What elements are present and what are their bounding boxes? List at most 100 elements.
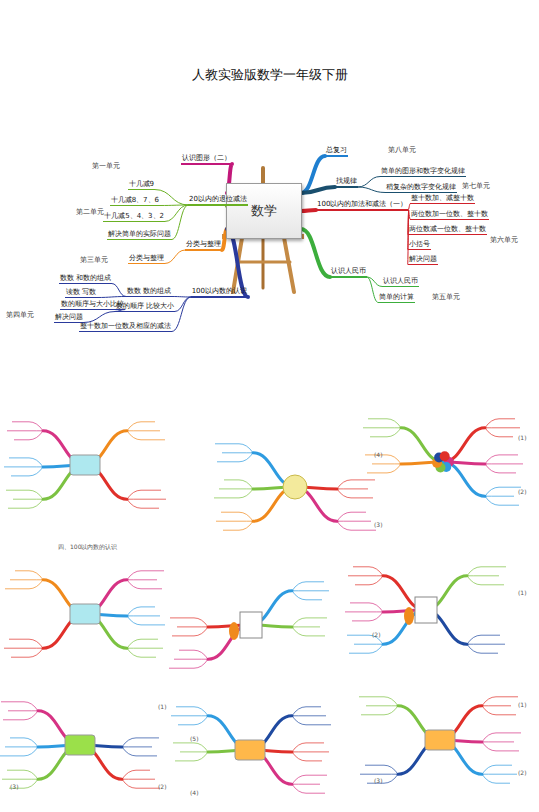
- node-text: 认识人民币: [383, 277, 418, 285]
- thumbnail-leaf: [292, 784, 320, 785]
- leaf-node: 两位数减一位数、整十数: [408, 225, 487, 235]
- thumbnail-leaf: [482, 705, 511, 706]
- node-text: 十几减5、4、3、2: [104, 212, 164, 220]
- label-text: (1): [158, 703, 167, 710]
- thumbnail-leaf: [482, 706, 516, 715]
- connector: [172, 296, 191, 298]
- callout-number: (2): [518, 487, 527, 496]
- thumbnail-leaf: [127, 499, 159, 508]
- thumbnail-leaf: [127, 648, 156, 657]
- thumbnail-leaf: [345, 611, 383, 612]
- thumbnail-leaf: [337, 489, 373, 498]
- thumbnail-leaf: [9, 639, 43, 648]
- thumbnail-leaf: [179, 650, 208, 659]
- connector-group: [155, 190, 188, 206]
- unit-label: 第八单元: [388, 146, 416, 155]
- thumbnail-leaf: [0, 747, 38, 756]
- leaf-node: 数的顺序与大小比较: [60, 300, 125, 310]
- connector: [358, 187, 385, 193]
- thumbnail-leaf: [169, 659, 208, 668]
- thumbnail-leaf: [9, 458, 43, 467]
- connector-group: [112, 284, 126, 297]
- leaf-node: 十几减5、4、3、2: [103, 212, 165, 222]
- connector-group: [97, 297, 126, 298]
- thumbnail-leaf: [127, 422, 155, 431]
- branch-node: 认识图形（二）: [181, 154, 232, 165]
- leaf-node: 小括号: [408, 240, 431, 250]
- node-text: 十几减8、7、6: [111, 196, 159, 204]
- callout-number: (2): [372, 630, 381, 639]
- thumbnail-leaf: [122, 770, 150, 779]
- thumbnail-leaf: [372, 463, 401, 464]
- title-text: 人教实验版数学一年级下册: [192, 67, 348, 82]
- thumbnail-leaf: [221, 512, 253, 521]
- thumbnail-leaf: [482, 774, 517, 775]
- connector-group: [301, 229, 330, 277]
- connector: [367, 277, 378, 303]
- unit-label: 第五单元: [432, 293, 460, 302]
- label-text: (2): [372, 631, 381, 638]
- connector-group: [358, 177, 380, 188]
- node-text: 数的顺序 比较大小: [116, 302, 174, 310]
- thumbnail-leaf: [122, 779, 155, 780]
- thumbnail-center: [425, 730, 455, 750]
- unit-label: 第二单元: [76, 208, 104, 217]
- node-text: 简单的计算: [379, 293, 414, 301]
- node-text: 找规律: [336, 177, 357, 185]
- node-text: 数数 和数的组成: [60, 274, 111, 282]
- thumbnail-leaf: [127, 616, 165, 625]
- thumbnail-leaf: [292, 784, 325, 793]
- label-text: 第五单元: [432, 293, 460, 301]
- thumbnail-leaf: [292, 582, 324, 591]
- callout-number: (4): [374, 450, 383, 459]
- thumbnail-leaf: [7, 770, 38, 779]
- thumbnail-leaf: [223, 521, 253, 530]
- thumbnail-leaf: [219, 488, 253, 489]
- thumbnail-leaf: [224, 480, 253, 489]
- thumbnail-leaf: [365, 455, 401, 464]
- thumbnail-center: [235, 740, 265, 760]
- connector-group: [301, 210, 316, 211]
- thumbnail-leaf: [5, 580, 43, 589]
- center-board: 数学: [226, 183, 302, 239]
- leaf-node: 两位数加一位数、整十数: [410, 210, 489, 220]
- label-text: (3): [10, 783, 19, 790]
- thumbnail-leaf: [482, 765, 512, 774]
- connector: [301, 210, 316, 211]
- easel: [222, 168, 304, 292]
- label-text: (4): [374, 451, 383, 458]
- node-text: 两位数加一位数、整十数: [411, 210, 488, 218]
- thumbnail-leaf: [216, 521, 253, 522]
- label-text: 第三单元: [80, 256, 108, 264]
- thumbnail-leaf: [215, 444, 253, 453]
- thumbnail-leaf: [370, 428, 401, 437]
- node-text: 整十数加一位数及相应的减法: [80, 322, 171, 330]
- connector: [172, 205, 188, 240]
- thumbnail-leaf: [1, 702, 38, 711]
- thumbnail-leaf: [174, 659, 208, 660]
- thumbnail-leaf: [337, 521, 376, 530]
- label-text: (5): [190, 735, 199, 742]
- thumbnail-leaf: [467, 635, 500, 644]
- thumbnail-leaf: [14, 431, 43, 440]
- thumbnail-leaf: [467, 644, 505, 645]
- thumbnail-leaf: [180, 751, 208, 752]
- leaf-node: 读数 写数: [65, 288, 97, 298]
- thumbnail-flower: [404, 607, 414, 625]
- thumbnail-leaf: [337, 521, 371, 522]
- thumbnail-leaf: [360, 774, 398, 775]
- callout-number: (3): [374, 520, 383, 529]
- label-text: 第二单元: [76, 208, 104, 216]
- thumbnail-leaf: [11, 467, 43, 476]
- thumbnail-leaf: [467, 576, 504, 585]
- thumbnail-leaf: [367, 464, 401, 473]
- thumbnail-leaf: [127, 430, 160, 431]
- branch-node: 找规律: [335, 177, 358, 188]
- node-text: 分类与整理: [186, 240, 221, 248]
- thumbnail-leaf: [482, 742, 519, 751]
- branch-node: 100以内的加法和减法（一）: [316, 200, 408, 211]
- thumbnail-leaf: [482, 697, 518, 706]
- label-text: 第八单元: [388, 146, 416, 154]
- thumbnail-leaf: [467, 575, 499, 576]
- node-text: 十几减9: [129, 180, 154, 188]
